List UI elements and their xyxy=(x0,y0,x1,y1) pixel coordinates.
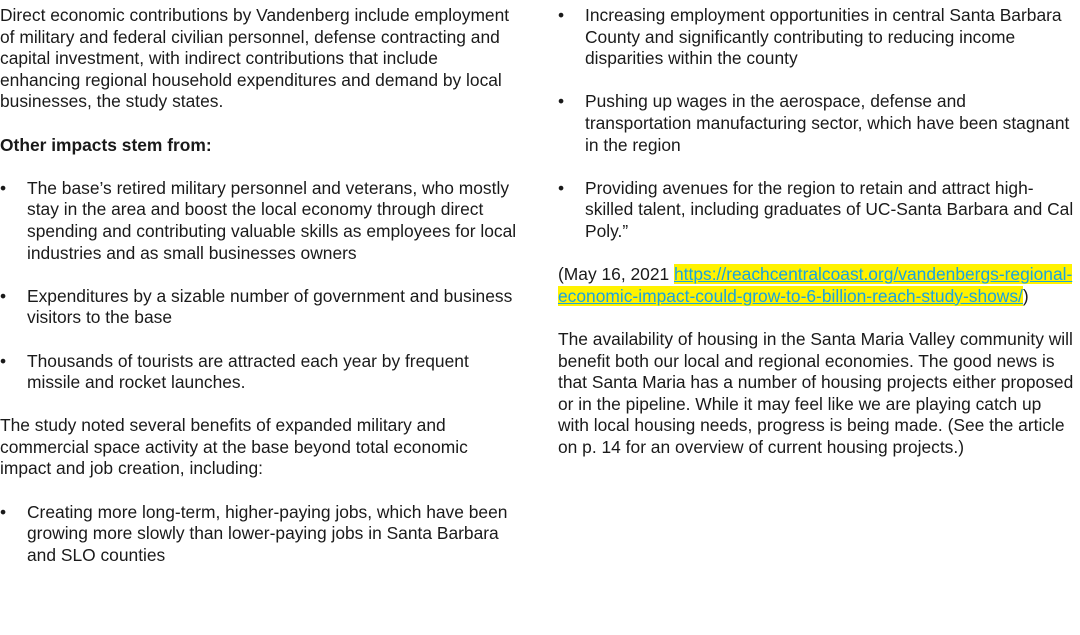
list-item: The base’s retired military personnel an… xyxy=(0,178,522,264)
benefits-list-left: Creating more long-term, higher-paying j… xyxy=(0,502,522,567)
list-item: Pushing up wages in the aerospace, defen… xyxy=(558,91,1076,156)
other-impacts-heading: Other impacts stem from: xyxy=(0,134,212,155)
intro-paragraph: Direct economic contributions by Vandenb… xyxy=(0,5,510,112)
list-item: Expenditures by a sizable number of gove… xyxy=(0,286,522,329)
citation-close: ) xyxy=(1022,285,1029,306)
left-column: Direct economic contributions by Vandenb… xyxy=(0,5,522,588)
benefits-intro-paragraph: The study noted several benefits of expa… xyxy=(0,415,468,479)
list-item: Increasing employment opportunities in c… xyxy=(558,5,1076,70)
right-column: Increasing employment opportunities in c… xyxy=(558,5,1076,480)
list-item: Providing avenues for the region to reta… xyxy=(558,178,1076,243)
impacts-list: The base’s retired military personnel an… xyxy=(0,178,522,394)
citation-paragraph: (May 16, 2021 https://reachcentralcoast.… xyxy=(558,264,1076,307)
list-item: Thousands of tourists are attracted each… xyxy=(0,351,522,394)
citation-date: (May 16, 2021 xyxy=(558,264,675,285)
list-item: Creating more long-term, higher-paying j… xyxy=(0,502,522,567)
benefits-list-right: Increasing employment opportunities in c… xyxy=(558,5,1076,243)
closing-paragraph: The availability of housing in the Santa… xyxy=(558,328,1074,457)
